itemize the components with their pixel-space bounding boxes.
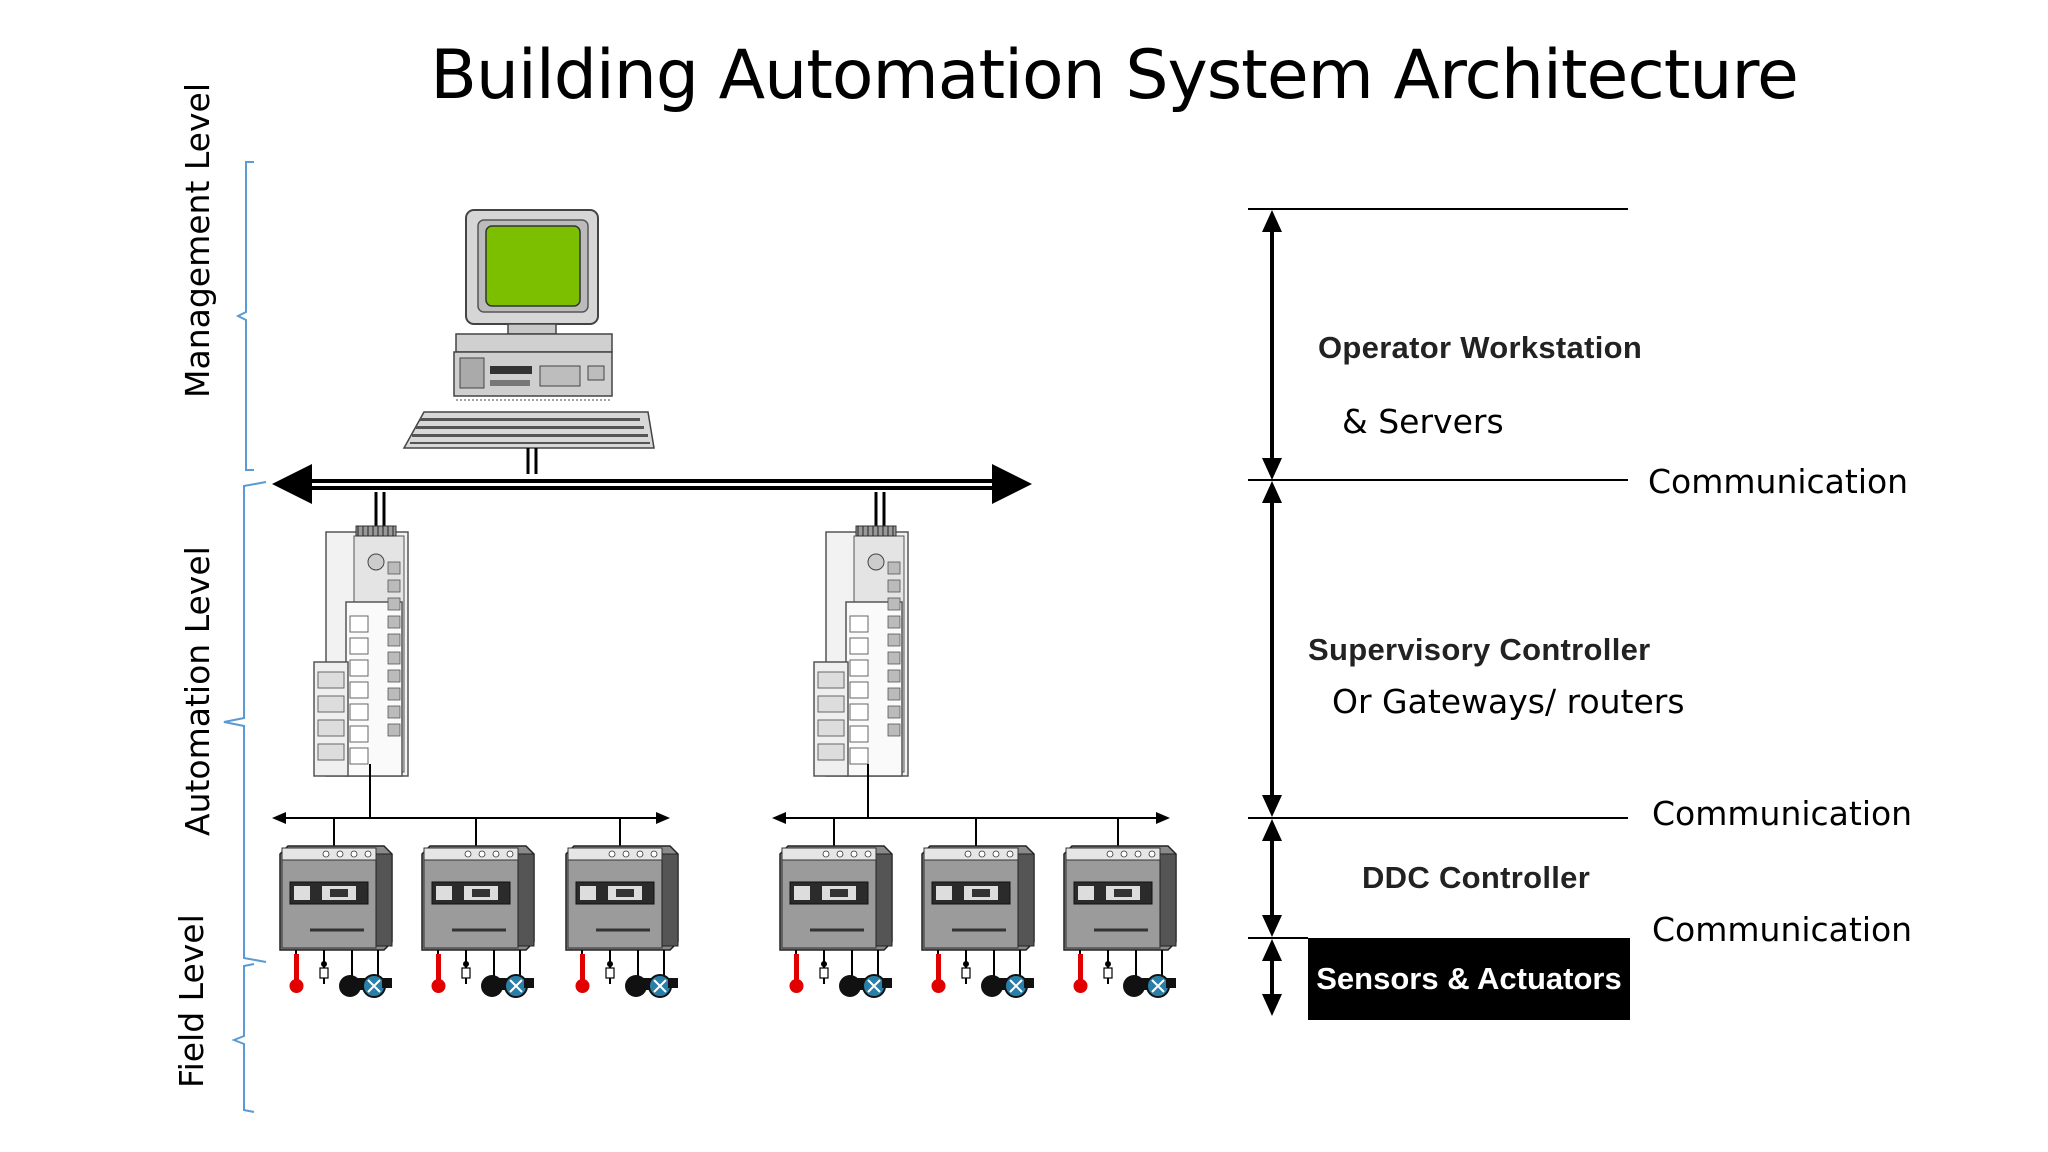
- workstation-computer-icon: [402, 209, 655, 449]
- temperature-sensor-icon: [1073, 954, 1088, 993]
- management-bracket: [235, 161, 254, 471]
- communication-label-1: Communication: [1648, 462, 1909, 501]
- ddc-controller-3-icon: [565, 818, 679, 951]
- fan-actuator-icon: [862, 974, 892, 998]
- ddc-controller-1-icon: [279, 818, 393, 951]
- ddc-range-arrow: [1262, 819, 1282, 937]
- fan-actuator-icon: [504, 974, 534, 998]
- supervisory-controller-1-icon: [313, 525, 409, 777]
- field-devices-6: [1073, 950, 1176, 998]
- communication-label-2: Communication: [1652, 794, 1913, 833]
- workstation-range-arrow: [1262, 210, 1282, 480]
- humidity-sensor-icon: [461, 961, 471, 979]
- field-devices-5: [931, 950, 1034, 998]
- supervisory-range-arrow: [1262, 481, 1282, 817]
- fan-actuator-icon: [362, 974, 392, 998]
- main-network-bus: [272, 448, 1032, 530]
- ddc-controller-2-icon: [421, 818, 535, 951]
- gateways-routers-label: Or Gateways/ routers: [1332, 682, 1685, 721]
- sensors-actuators-label: Sensors & Actuators: [1316, 961, 1622, 996]
- supervisory-controller-2-icon: [813, 525, 909, 777]
- field-bus-2: [772, 764, 1170, 824]
- temperature-sensor-icon: [575, 954, 590, 993]
- humidity-sensor-icon: [961, 961, 971, 979]
- operator-workstation-label: Operator Workstation: [1318, 330, 1643, 365]
- diagram-title: Building Automation System Architecture: [430, 36, 1799, 115]
- sensors-actuators-box: Sensors & Actuators: [1308, 938, 1630, 1020]
- humidity-sensor-icon: [319, 961, 329, 979]
- ddc-controller-label: DDC Controller: [1362, 860, 1591, 895]
- humidity-sensor-icon: [1103, 961, 1113, 979]
- ddc-controller-5-icon: [921, 818, 1035, 951]
- ddc-controller-6-icon: [1063, 818, 1177, 951]
- temperature-sensor-icon: [789, 954, 804, 993]
- field-devices-1: [289, 950, 392, 998]
- field-bus-1: [272, 764, 670, 824]
- field-devices-3: [575, 950, 678, 998]
- field-bracket: [231, 963, 255, 1113]
- temperature-sensor-icon: [431, 954, 446, 993]
- sensors-range-arrow: [1262, 939, 1282, 1016]
- humidity-sensor-icon: [605, 961, 615, 979]
- ddc-controller-4-icon: [779, 818, 893, 951]
- fan-actuator-icon: [1004, 974, 1034, 998]
- supervisory-controller-label: Supervisory Controller: [1308, 632, 1651, 667]
- fan-actuator-icon: [1146, 974, 1176, 998]
- temperature-sensor-icon: [289, 954, 304, 993]
- field-devices-4: [789, 950, 892, 998]
- automation-bracket: [223, 481, 267, 963]
- field-devices-2: [431, 950, 534, 998]
- servers-label: & Servers: [1342, 402, 1504, 441]
- communication-label-3: Communication: [1652, 910, 1913, 949]
- fan-actuator-icon: [648, 974, 678, 998]
- humidity-sensor-icon: [819, 961, 829, 979]
- temperature-sensor-icon: [931, 954, 946, 993]
